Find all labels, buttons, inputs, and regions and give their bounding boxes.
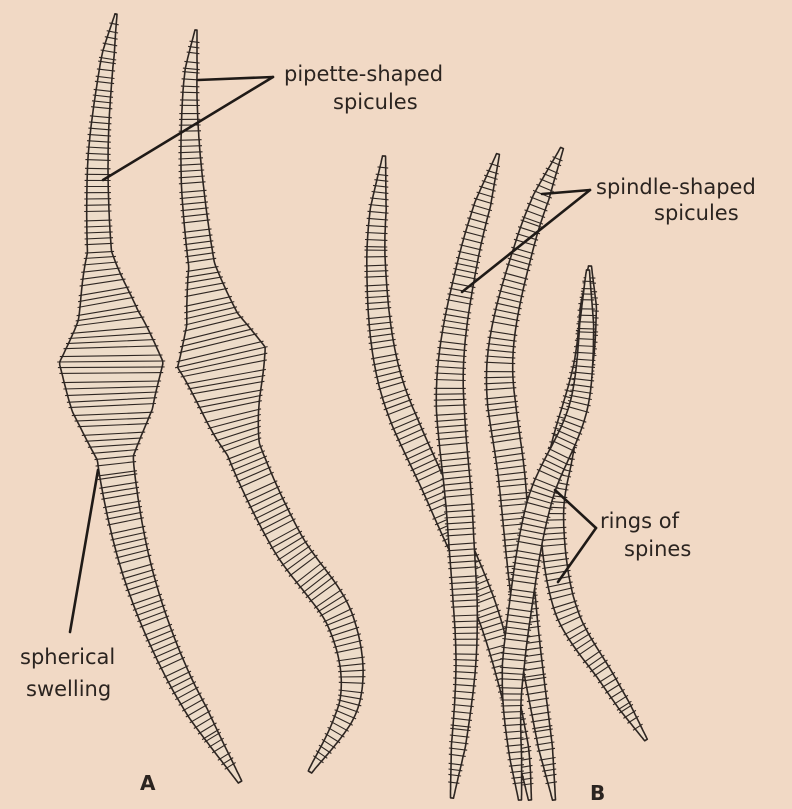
label-swelling-line2: swelling bbox=[26, 677, 111, 701]
label-spindle-line1: spindle-shaped bbox=[596, 175, 756, 199]
spicule-a-right bbox=[175, 30, 365, 773]
label-pipette-line1: pipette-shaped bbox=[284, 62, 443, 86]
spicule-b-2-outline bbox=[436, 154, 499, 799]
leader-pipette-2 bbox=[198, 77, 273, 80]
spicule-a-right-outline bbox=[178, 30, 364, 773]
label-rings-line1: rings of bbox=[600, 509, 680, 533]
label-rings-line2: spines bbox=[624, 537, 691, 561]
spicule-b-2 bbox=[434, 154, 500, 799]
leader-swelling bbox=[70, 470, 98, 632]
panel-label-b: B bbox=[590, 781, 605, 805]
label-pipette-line2: spicules bbox=[333, 90, 418, 114]
label-spindle-line2: spicules bbox=[654, 201, 739, 225]
label-swelling-line1: spherical bbox=[20, 645, 115, 669]
panel-label-a: A bbox=[140, 771, 156, 795]
